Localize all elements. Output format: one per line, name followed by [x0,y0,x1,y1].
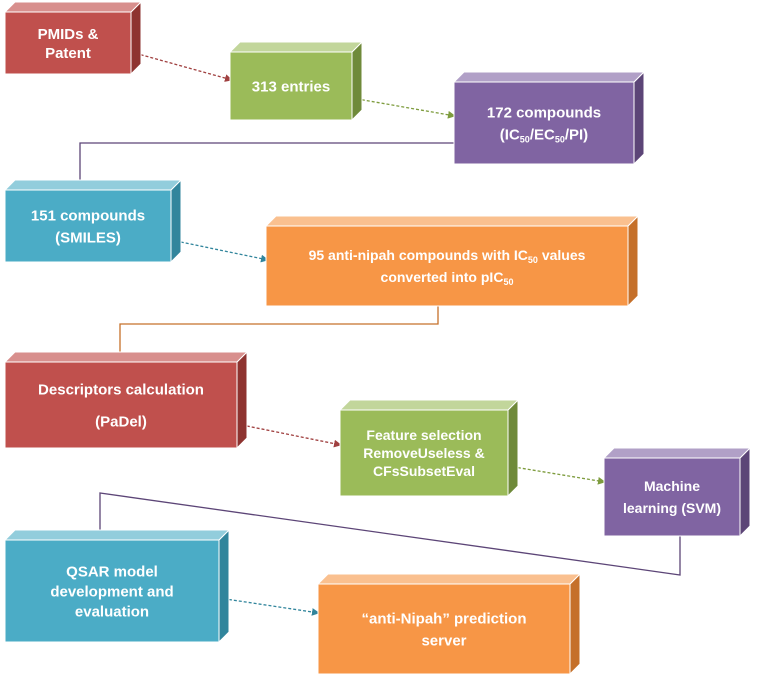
box-qsar: QSAR model development and evaluation [3,528,231,644]
box-text-line: converted into pIC50 [381,269,514,287]
box-side-face [507,398,519,498]
box-front-face [229,51,353,121]
text-segment: /PI) [565,126,588,143]
box-pmids: PMIDs & Patent [3,0,143,76]
connector-compounds151-to-antinipah95 [170,239,269,263]
box-top-face [3,529,231,541]
box-text-line: QSAR model [66,563,158,580]
box-front-face [4,11,132,75]
box-text-line: PMIDs & [38,26,99,43]
box-side-face [170,178,182,264]
box-text-line: (PaDel) [95,413,147,430]
box-text-line: evaluation [75,603,149,620]
box-front-face [4,361,238,449]
box-front-face [453,81,635,165]
text-segment: 95 anti-nipah compounds with IC [309,247,528,263]
box-front-face [317,583,571,675]
subscript: 50 [555,134,565,144]
box-front-face [265,225,629,307]
box-top-face [338,399,520,411]
text-segment: 151 compounds [31,207,145,224]
box-top-face [228,41,364,53]
box-top-face [452,71,646,83]
box-side-face [236,350,248,450]
text-segment: (IC [500,126,520,143]
text-segment: /EC [530,126,555,143]
box-front-face [339,409,509,497]
text-segment: 313 entries [252,78,330,95]
box-side-face [627,214,639,308]
box-text-line: Patent [45,45,91,62]
box-side-face [633,70,645,166]
box-top-face [264,215,640,227]
text-segment: learning (SVM) [623,500,721,516]
box-descriptors: Descriptors calculation (PaDel) [3,350,249,450]
box-text-line: Descriptors calculation [38,381,204,398]
text-segment: “anti-Nipah” prediction [362,610,527,627]
connector-descriptors-to-feature [236,423,342,448]
connector-antinipah95-to-descriptors [116,306,439,367]
text-segment: development and [50,583,173,600]
box-side-face [130,0,142,76]
box-server: “anti-Nipah” prediction server [316,572,582,676]
box-text-line: Feature selection [366,427,481,443]
text-segment: converted into pIC [381,269,504,285]
box-text-line: RemoveUseless & [363,445,484,461]
box-text-line: Machine [644,478,700,494]
box-top-face [602,447,752,459]
box-text-line: (SMILES) [55,229,121,246]
text-segment: RemoveUseless & [363,445,484,461]
connector-feature-to-ml [507,465,606,485]
box-text-line: development and [50,583,173,600]
subscript: 50 [528,255,538,265]
box-front-face [603,457,741,537]
box-side-face [351,40,363,122]
text-segment: (PaDel) [95,413,147,430]
box-text-line: 95 anti-nipah compounds with IC50 values [309,247,586,265]
text-segment: QSAR model [66,563,158,580]
connector-ml-to-qsar [96,492,681,576]
box-side-face [569,572,581,676]
box-layer: PMIDs & Patent 313 entries 172 compounds (IC… [3,0,752,676]
box-text-line: server [421,632,466,649]
box-text-line: learning (SVM) [623,500,721,516]
text-segment: Feature selection [366,427,481,443]
box-compounds172: 172 compounds(IC50/EC50/PI) [452,70,646,166]
text-segment: Machine [644,478,700,494]
text-segment: CFsSubsetEval [373,463,475,479]
box-antinipah95: 95 anti-nipah compounds with IC50 values… [264,214,640,308]
box-text-line: “anti-Nipah” prediction [362,610,527,627]
box-compounds151: 151 compounds (SMILES) [3,178,183,264]
box-entries: 313 entries [228,40,364,122]
box-front-face [4,189,172,263]
box-side-face [218,528,230,644]
subscript: 50 [503,277,513,287]
box-ml: Machine learning (SVM) [602,446,752,538]
box-side-face [739,446,751,538]
box-text-line: (IC50/EC50/PI) [500,126,588,144]
subscript: 50 [520,134,530,144]
box-top-face [316,573,582,585]
box-text-line: 313 entries [252,78,330,95]
box-top-face [3,1,143,13]
box-text-line: 172 compounds [487,104,601,121]
text-segment: Descriptors calculation [38,381,204,398]
box-front-face [4,539,220,643]
text-segment: PMIDs & [38,26,99,43]
connector-qsar-to-server [218,597,320,616]
connector-entries-to-compounds172 [351,97,456,119]
text-segment: values [538,247,586,263]
text-segment: evaluation [75,603,149,620]
text-segment: server [421,632,466,649]
connector-pmids-to-entries [130,51,233,82]
box-text-line: CFsSubsetEval [373,463,475,479]
box-top-face [3,351,249,363]
box-text-line: 151 compounds [31,207,145,224]
text-segment: 172 compounds [487,104,601,121]
box-top-face [3,179,183,191]
text-segment: (SMILES) [55,229,121,246]
text-segment: Patent [45,45,91,62]
